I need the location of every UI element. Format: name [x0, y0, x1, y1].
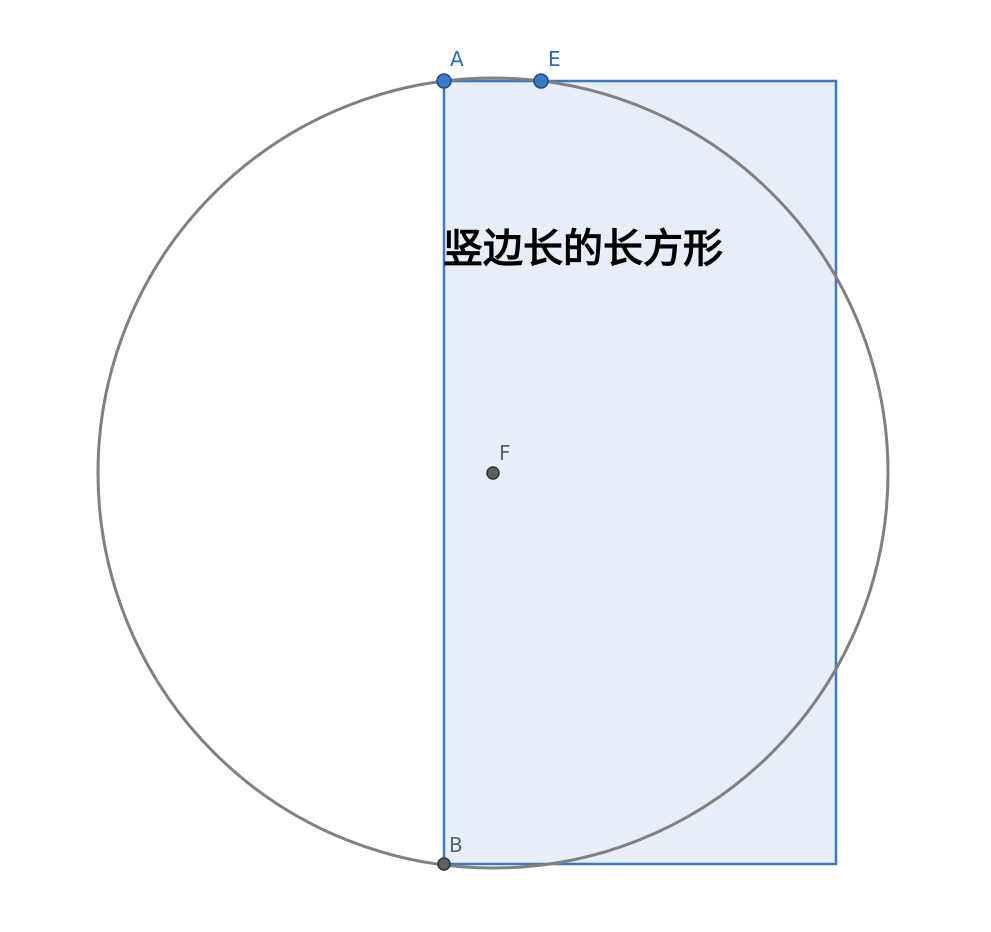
point-e[interactable]	[533, 73, 549, 89]
point-f[interactable]	[486, 466, 500, 480]
point-a-label: A	[450, 47, 464, 71]
point-f-label: F	[499, 441, 511, 465]
point-a[interactable]	[436, 73, 452, 89]
point-b-label: B	[449, 833, 463, 857]
diagram-caption: 竖边长的长方形	[443, 226, 723, 272]
rectangle[interactable]	[442, 79, 838, 866]
point-b[interactable]	[437, 857, 451, 871]
point-e-label: E	[548, 47, 561, 71]
circle[interactable]	[96, 76, 890, 870]
